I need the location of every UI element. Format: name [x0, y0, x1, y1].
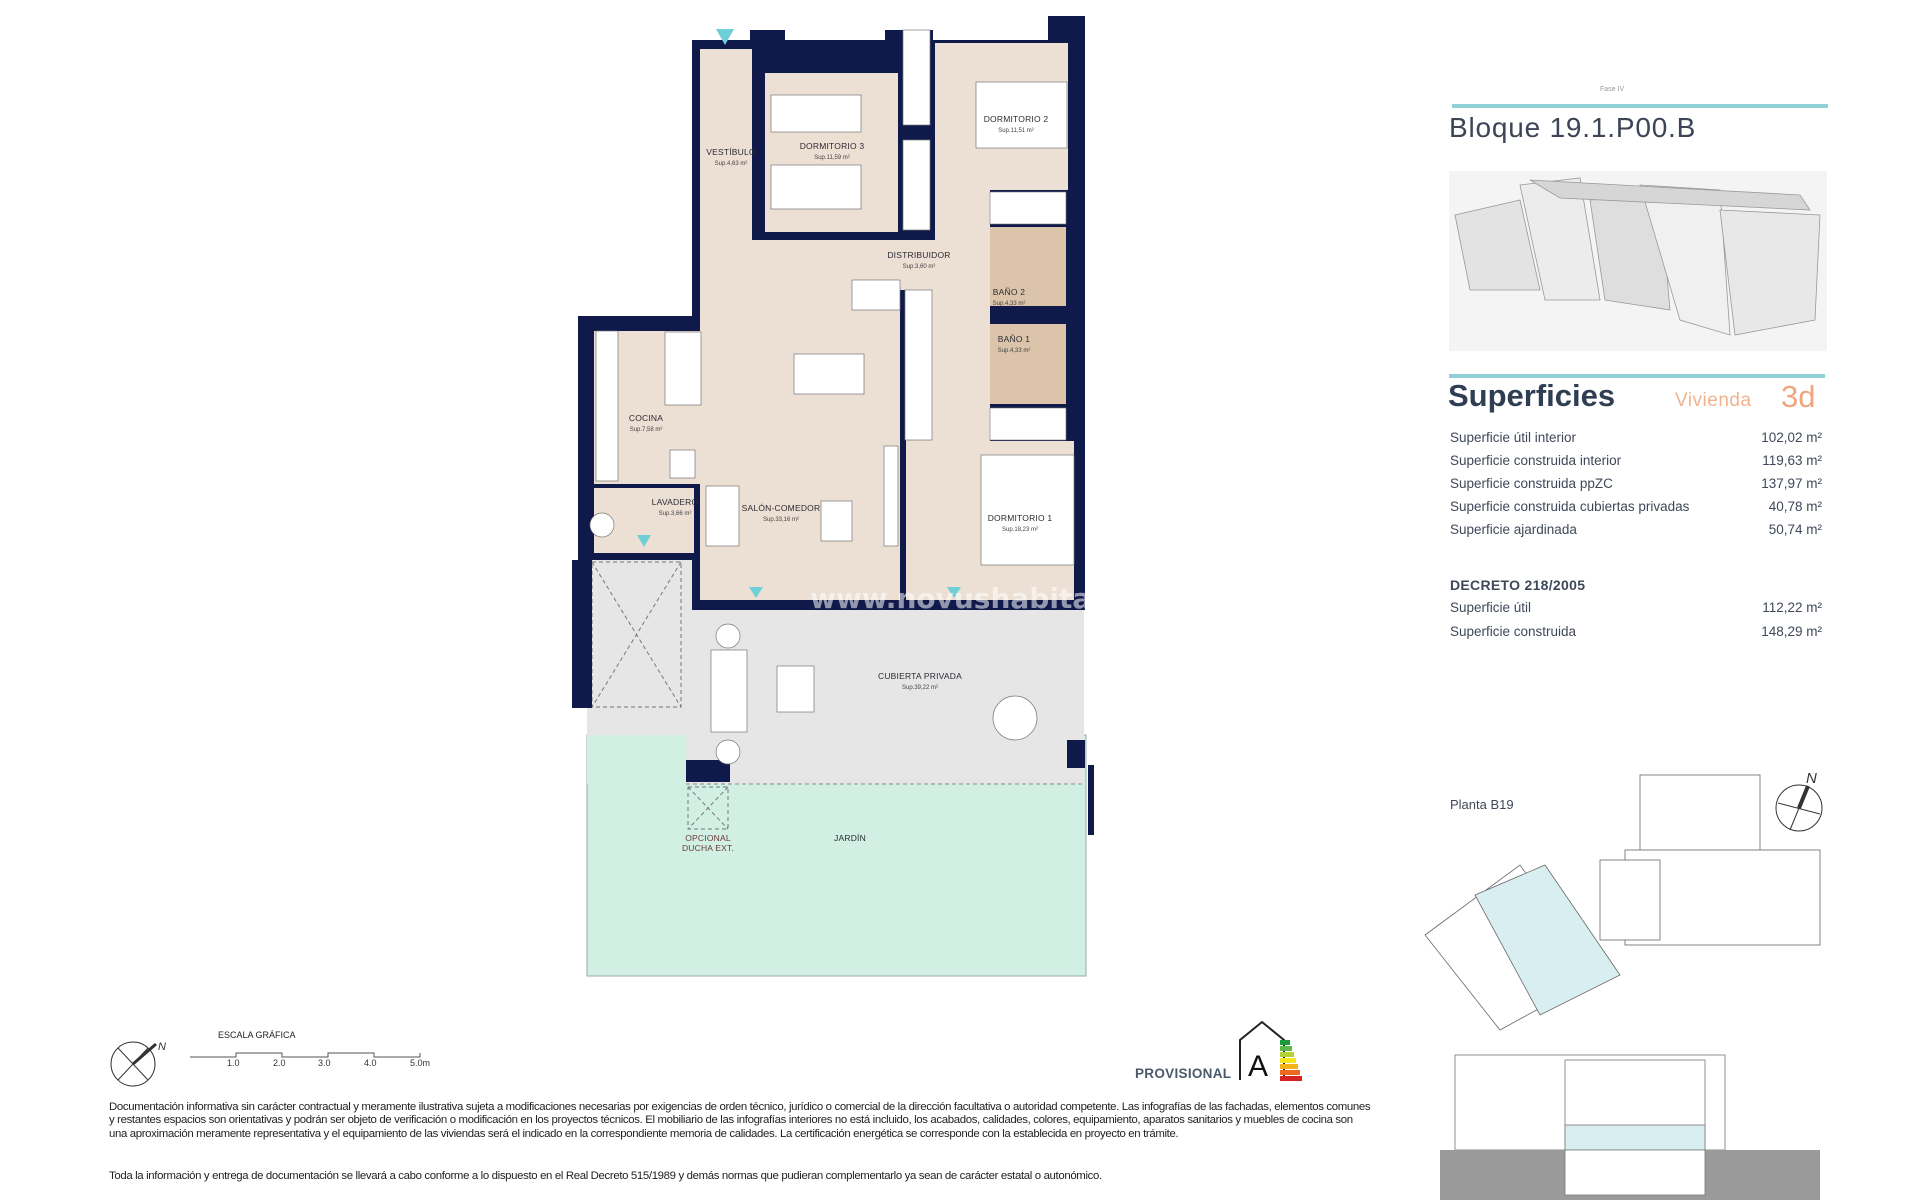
room-label-dormitorio-2: DORMITORIO 2	[984, 114, 1049, 124]
room-area-vestibulo: Sup.4,63 m²	[715, 161, 748, 167]
decree-row: Superficie construida 148,29 m²	[1450, 624, 1822, 639]
north-label: N	[158, 1041, 166, 1053]
room-area-lavadero: Sup.3,66 m²	[659, 511, 692, 517]
room-area-salon-comedor: Sup.33,16 m²	[763, 517, 799, 523]
scale-tick: 5.0m	[410, 1058, 431, 1068]
room-area-dormitorio-1: Sup.18,23 m²	[1002, 527, 1038, 533]
decree-label: Superficie construida	[1450, 624, 1577, 639]
surface-row: Superficie construida interior 119,63 m²	[1450, 453, 1822, 468]
room-area-bano-1: Sup.4,33 m²	[998, 348, 1031, 354]
surface-row: Superficie ajardinada 50,74 m²	[1450, 522, 1822, 537]
scale-title: ESCALA GRÁFICA	[218, 1030, 296, 1040]
furniture	[589, 29, 1075, 765]
key-plan-north-label: N	[1806, 770, 1817, 787]
phase-label: Fase IV	[1600, 86, 1625, 93]
accent-divider	[1452, 104, 1828, 108]
accent-divider	[1449, 374, 1825, 378]
surface-label: Superficie ajardinada	[1450, 522, 1577, 537]
surface-value: 119,63 m²	[1762, 453, 1822, 468]
room-area-distribuidor: Sup.3,60 m²	[903, 264, 936, 270]
surface-value: 40,78 m²	[1768, 499, 1822, 514]
north-arrow-icon	[1775, 784, 1823, 832]
shower-label-1: OPCIONAL	[685, 833, 731, 843]
room-area-bano-2: Sup.4,33 m²	[993, 301, 1026, 307]
energy-provisional-label: PROVISIONAL	[1135, 1066, 1232, 1081]
scale-bar	[190, 1052, 421, 1058]
room-area-dormitorio-3: Sup.11,59 m²	[814, 155, 850, 161]
room-label-vestibulo: VESTÍBULO	[706, 147, 756, 157]
scale-tick: 3.0	[318, 1058, 331, 1068]
surface-row: Superficie construida ppZC 137,97 m²	[1450, 476, 1822, 491]
legal-note: Toda la información y entrega de documen…	[109, 1170, 1102, 1182]
scale-tick: 1.0	[227, 1058, 240, 1068]
room-area-cubierta-privada: Sup.39,22 m²	[902, 685, 938, 691]
surface-row: Superficie construida cubiertas privadas…	[1450, 499, 1822, 514]
north-compass-icon	[110, 1041, 157, 1087]
room-label-salon-comedor: SALÓN-COMEDOR	[742, 503, 821, 513]
key-plan	[1424, 774, 1821, 1031]
surface-value: 50,74 m²	[1768, 522, 1822, 537]
room-label-distribuidor: DISTRIBUIDOR	[887, 250, 950, 260]
decree-title: DECRETO 218/2005	[1450, 577, 1586, 593]
surface-label: Superficie construida ppZC	[1450, 476, 1613, 491]
garden-area-top	[587, 735, 686, 784]
scale-tick: 4.0	[364, 1058, 377, 1068]
room-area-dormitorio-2: Sup.11,51 m²	[998, 128, 1034, 134]
decree-row: Superficie útil 112,22 m²	[1450, 600, 1822, 615]
energy-rating-icon: A	[1239, 1020, 1302, 1083]
building-render	[1449, 171, 1827, 351]
room-label-cubierta-privada: CUBIERTA PRIVADA	[878, 671, 962, 681]
block-title: Bloque 19.1.P00.B	[1449, 112, 1697, 143]
surface-label: Superficie construida interior	[1450, 453, 1622, 468]
surfaces-title: Superficies	[1448, 378, 1616, 413]
surface-row: Superficie útil interior 102,02 m²	[1450, 430, 1822, 445]
dwelling-label: Vivienda	[1675, 390, 1752, 411]
energy-class: A	[1248, 1050, 1268, 1083]
decree-value: 112,22 m²	[1762, 600, 1822, 615]
surface-label: Superficie útil interior	[1450, 430, 1577, 445]
dwelling-type: 3d	[1781, 379, 1816, 414]
section-elevation	[1440, 1054, 1820, 1200]
room-label-dormitorio-3: DORMITORIO 3	[800, 141, 865, 151]
surface-value: 137,97 m²	[1761, 476, 1822, 491]
decree-label: Superficie útil	[1450, 600, 1532, 615]
entry-markers	[637, 29, 961, 598]
surface-value: 102,02 m²	[1761, 430, 1822, 445]
room-area-cocina: Sup.7,58 m²	[630, 427, 663, 433]
shower-label-2: DUCHA EXT.	[682, 843, 734, 853]
disclaimer-text: Documentación informativa sin carácter c…	[109, 1101, 1371, 1140]
room-label-lavadero: LAVADERO	[652, 497, 699, 507]
watermark: www.novushabitat.e	[810, 582, 1134, 615]
surface-label: Superficie construida cubiertas privadas	[1450, 499, 1690, 514]
room-label-bano-2: BAÑO 2	[993, 287, 1025, 297]
room-label-bano-1: BAÑO 1	[998, 334, 1030, 344]
floor-label: Planta B19	[1450, 797, 1514, 812]
decree-value: 148,29 m²	[1761, 624, 1822, 639]
scale-tick: 2.0	[273, 1058, 286, 1068]
room-label-cocina: COCINA	[629, 413, 663, 423]
garden-label: JARDÍN	[834, 833, 866, 843]
room-label-dormitorio-1: DORMITORIO 1	[988, 513, 1053, 523]
